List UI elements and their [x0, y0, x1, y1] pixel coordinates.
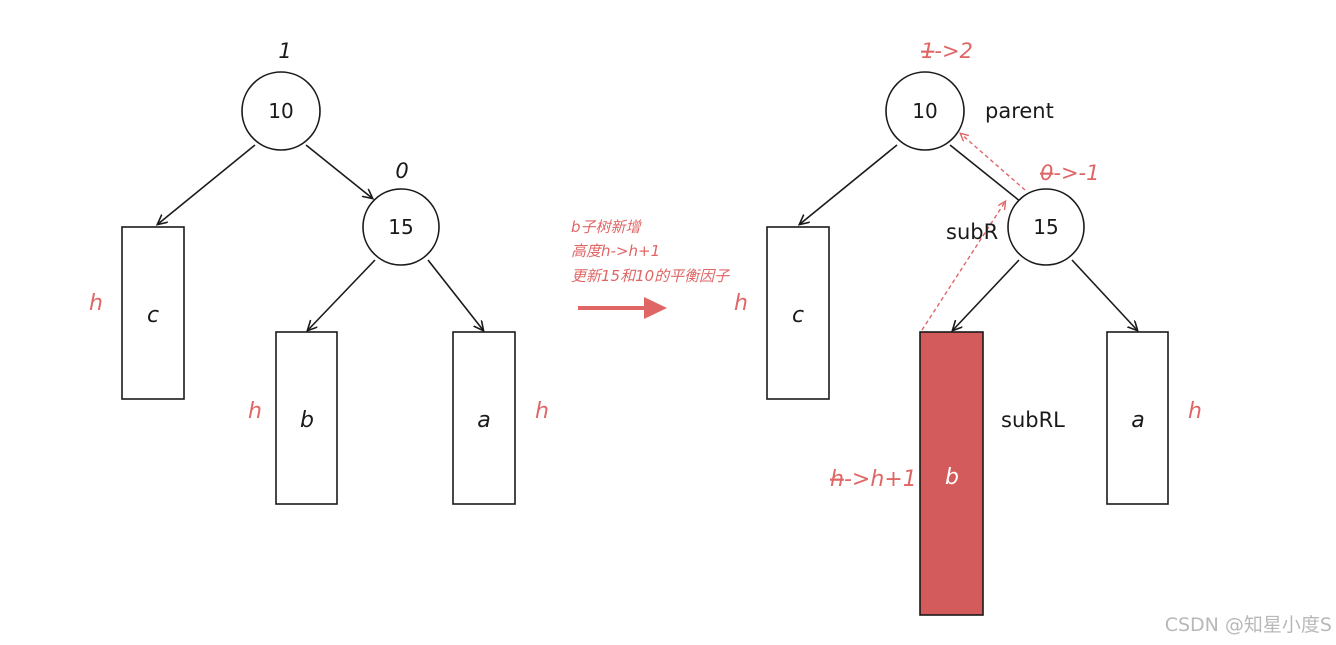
- subtree-c-height: h: [89, 291, 103, 316]
- root-node-10: 10: [241, 71, 321, 151]
- subtree-a-box: [452, 331, 516, 505]
- update-arrow-b-to-15: [921, 202, 1005, 331]
- subR-node-value: 15: [1033, 215, 1058, 239]
- subtree-b-height: h: [248, 399, 262, 424]
- parent-balance-factor: 1->2: [921, 39, 973, 63]
- edge-15-to-a: [427, 259, 483, 330]
- parent-role-label: parent: [985, 99, 1054, 123]
- subtree-b-height-change: h->h+1: [830, 467, 917, 492]
- edge-root-to-15: [305, 144, 372, 198]
- edge-parent-to-15: [949, 144, 1026, 206]
- watermark: CSDN @知星小度S: [1165, 614, 1332, 636]
- root-balance-factor: 1: [278, 39, 291, 63]
- subtree-b-height-old: h: [830, 467, 844, 492]
- parent-node-10: 10: [885, 71, 965, 151]
- subR-role-label: subR: [946, 220, 998, 244]
- subtree-c-label: c: [147, 303, 159, 328]
- subR-bf-new: ->-1: [1053, 161, 1099, 185]
- node-15-circle: [362, 188, 440, 266]
- edge-15-to-b-new: [953, 259, 1020, 330]
- subRL-role-label: subRL: [1001, 408, 1065, 432]
- edge-parent-to-c: [800, 144, 898, 224]
- subtree-c-height-new: h: [734, 291, 748, 316]
- note-line-2: 高度h->h+1: [571, 242, 660, 260]
- subR-node-15: 15: [1007, 188, 1085, 266]
- subR-bf-old: 0: [1040, 161, 1053, 185]
- parent-node-circle: [885, 71, 965, 151]
- subtree-b-height-new: ->h+1: [844, 467, 917, 492]
- edge-root-to-c: [158, 144, 256, 224]
- parent-bf-old: 1: [921, 39, 934, 63]
- transition-arrow: [578, 297, 667, 319]
- root-node-value: 10: [268, 99, 293, 123]
- subtree-a-box-new: [1106, 331, 1169, 505]
- subR-balance-factor: 0->-1: [1040, 161, 1100, 185]
- parent-bf-new: ->2: [934, 39, 973, 63]
- subtree-a-label-new: a: [1131, 408, 1144, 433]
- subtree-c-label-new: c: [792, 303, 804, 328]
- transition-arrow-head: [644, 297, 667, 319]
- subR-node-circle: [1007, 188, 1085, 266]
- subtree-a-height: h: [535, 399, 549, 424]
- update-arrow-15-to-10: [961, 134, 1026, 191]
- subtree-b-label: b: [300, 408, 314, 433]
- left-tree: 10 1 15 0 c h b h a h: [89, 39, 549, 505]
- subtree-c-box-new: [766, 226, 830, 400]
- transition-note: b子树新增 高度h->h+1 更新15和10的平衡因子: [571, 218, 730, 319]
- subtree-c-box: [121, 226, 185, 400]
- subtree-a-height-new: h: [1188, 399, 1202, 424]
- parent-node-value: 10: [912, 99, 937, 123]
- note-line-3: 更新15和10的平衡因子: [571, 267, 730, 285]
- subtree-a-label: a: [477, 408, 490, 433]
- edge-15-to-b: [308, 259, 376, 330]
- right-tree: 10 1->2 parent 15 0->-1 subR c h b h->h+…: [734, 39, 1202, 616]
- node-15-balance-factor: 0: [395, 159, 408, 183]
- subtree-b-box-grown: [919, 331, 984, 616]
- node-15-value: 15: [388, 215, 413, 239]
- note-line-1: b子树新增: [571, 218, 643, 236]
- subtree-b-box: [275, 331, 338, 505]
- root-node-circle: [241, 71, 321, 151]
- edge-15-to-a-new: [1071, 259, 1137, 330]
- subtree-b-label-new: b: [945, 465, 959, 490]
- node-15: 15: [362, 188, 440, 266]
